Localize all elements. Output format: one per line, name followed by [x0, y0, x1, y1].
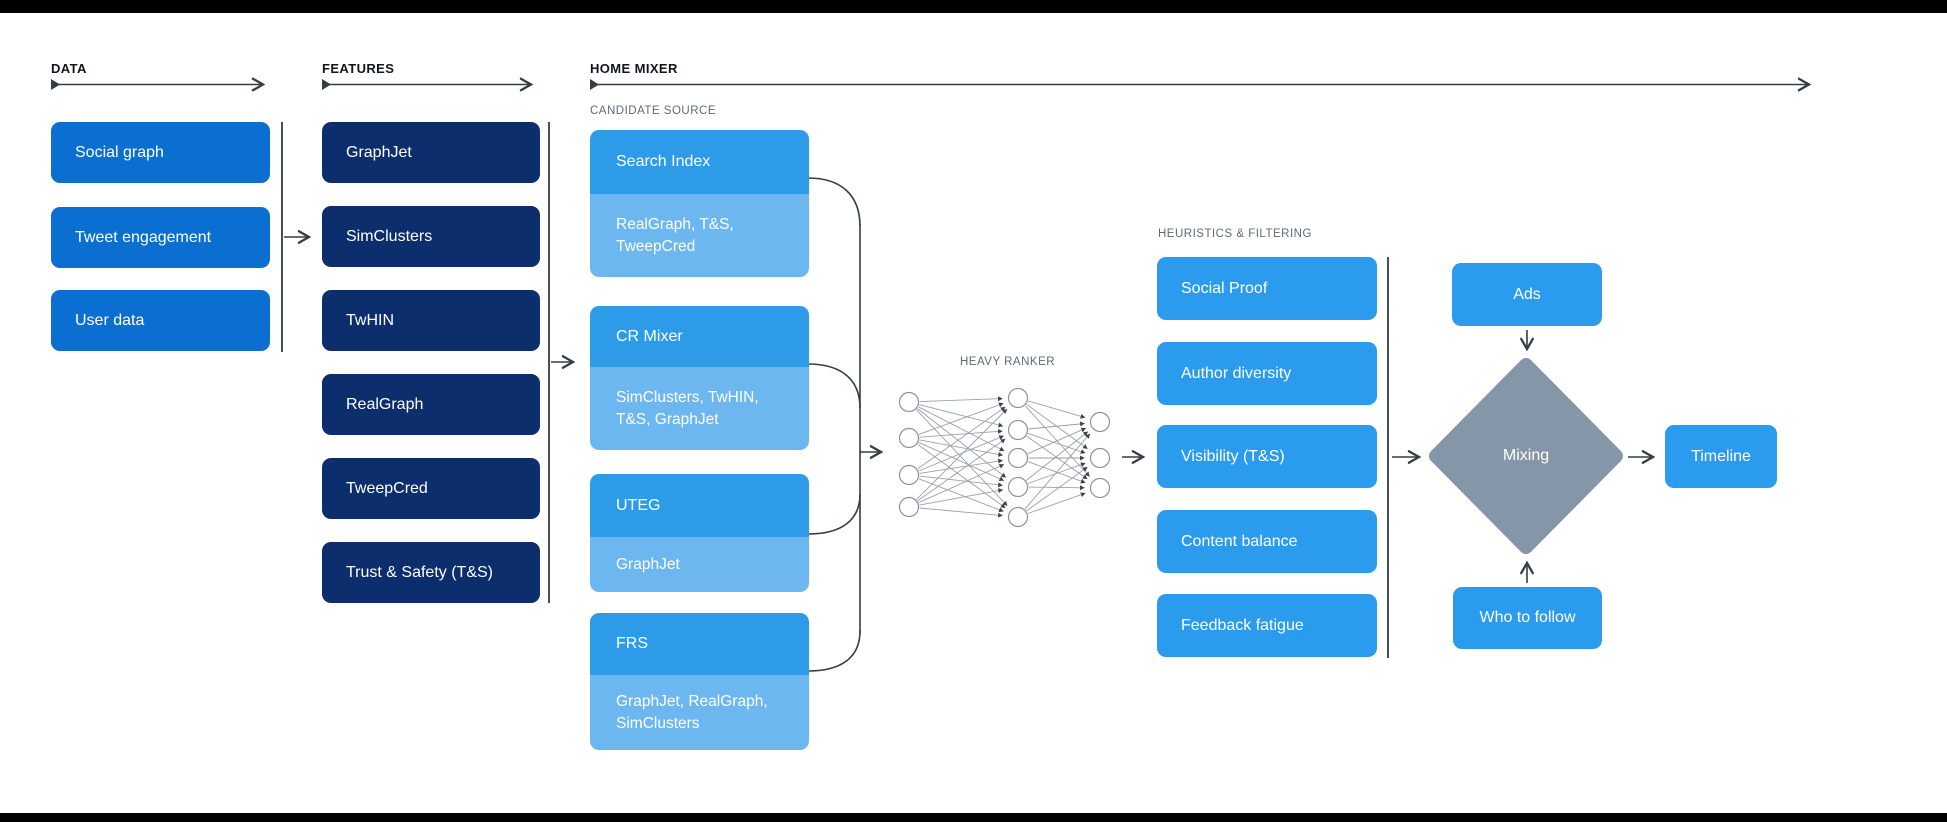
card-search-index: Search Index RealGraph, T&S, TweepCred [590, 130, 809, 277]
card-title: UTEG [590, 474, 809, 537]
heavy-ranker-network [898, 387, 1111, 528]
network-edge [919, 428, 1003, 438]
network-edge [1028, 421, 1085, 430]
network-node [898, 496, 920, 518]
bottom-frame-bar [0, 813, 1947, 822]
network-edge [916, 408, 1008, 500]
network-edge [917, 406, 1006, 470]
network-edge [917, 443, 1006, 509]
network-edge [917, 408, 1007, 478]
network-edge [919, 439, 1003, 457]
top-frame-bar [0, 0, 1947, 13]
box-tweepcred: TweepCred [322, 458, 540, 519]
box-tweet-engagement: Tweet engagement [51, 207, 270, 268]
heuristics-filtering-label: HEURISTICS & FILTERING [1158, 228, 1312, 240]
network-edge [1027, 462, 1086, 484]
network-edge [918, 463, 1005, 504]
network-edge [917, 438, 1006, 502]
network-edge [918, 406, 1005, 452]
network-edge [919, 458, 1003, 474]
features-section-arrow [322, 77, 534, 92]
network-node [898, 427, 920, 449]
box-simclusters: SimClusters [322, 206, 540, 267]
home-mixer-section-arrow [590, 77, 1812, 92]
network-edge [919, 404, 1004, 428]
network-edge [1026, 466, 1088, 512]
box-trust-safety: Trust & Safety (T&S) [322, 542, 540, 603]
network-edge [1024, 433, 1091, 510]
box-visibility: Visibility (T&S) [1157, 425, 1377, 488]
network-edge [1027, 400, 1086, 419]
network-edge [919, 475, 1003, 488]
card-title: FRS [590, 613, 809, 675]
home-mixer-section-header: HOME MIXER [590, 61, 678, 76]
network-edge [915, 409, 1008, 507]
card-frs: FRS GraphJet, RealGraph, SimClusters [590, 613, 809, 750]
card-subtitle: GraphJet, RealGraph, SimClusters [590, 675, 809, 750]
network-edge [919, 507, 1003, 518]
mixing-diamond [1429, 358, 1623, 554]
network-node [1089, 477, 1111, 499]
candidate-source-label: CANDIDATE SOURCE [590, 105, 716, 117]
network-edge [1027, 427, 1086, 455]
network-node [1007, 476, 1029, 498]
box-realgraph: RealGraph [322, 374, 540, 435]
network-edge [919, 488, 1003, 506]
network-node [1089, 411, 1111, 433]
network-node [1007, 506, 1029, 528]
card-subtitle: RealGraph, T&S, TweepCred [590, 194, 809, 277]
network-edge [1025, 431, 1089, 481]
network-edge [918, 435, 1004, 472]
box-social-graph: Social graph [51, 122, 270, 183]
card-subtitle: GraphJet [590, 537, 809, 592]
network-edge [918, 402, 1004, 435]
card-uteg: UTEG GraphJet [590, 474, 809, 592]
box-graphjet: GraphJet [322, 122, 540, 183]
network-edge [918, 478, 1004, 513]
network-edge [919, 396, 1003, 403]
network-node [1089, 447, 1111, 469]
network-node [898, 391, 920, 413]
card-title: CR Mixer [590, 306, 809, 367]
box-timeline: Timeline [1665, 425, 1777, 488]
data-section-arrow [51, 77, 266, 92]
network-node [1007, 387, 1029, 409]
box-content-balance: Content balance [1157, 510, 1377, 573]
card-title: Search Index [590, 130, 809, 194]
card-subtitle: SimClusters, TwHIN, T&S, GraphJet [590, 367, 809, 450]
network-edge [918, 441, 1005, 482]
box-feedback-fatigue: Feedback fatigue [1157, 594, 1377, 657]
network-node [1007, 419, 1029, 441]
network-edge [1027, 492, 1086, 514]
box-social-proof: Social Proof [1157, 257, 1377, 320]
network-edge [1028, 485, 1085, 491]
box-user-data: User data [51, 290, 270, 351]
heavy-ranker-label: HEAVY RANKER [960, 356, 1056, 368]
box-twhin: TwHIN [322, 290, 540, 351]
card-cr-mixer: CR Mixer SimClusters, TwHIN, T&S, GraphJ… [590, 306, 809, 450]
box-ads: Ads [1452, 263, 1602, 326]
network-node [1007, 447, 1029, 469]
box-author-diversity: Author diversity [1157, 342, 1377, 405]
box-who-to-follow: Who to follow [1453, 587, 1602, 649]
network-node [898, 464, 920, 486]
sources-collector [807, 177, 884, 672]
data-section-header: DATA [51, 61, 87, 76]
features-section-header: FEATURES [322, 61, 395, 76]
